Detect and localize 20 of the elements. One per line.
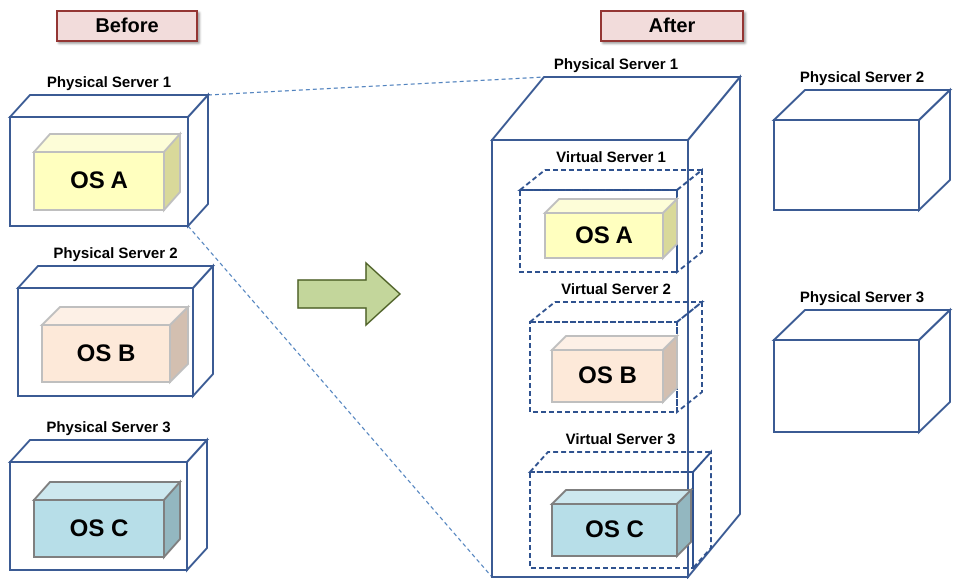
- server-label: Physical Server 1: [554, 56, 678, 74]
- os-label: OS B: [76, 340, 136, 368]
- heading-text: Before: [95, 14, 159, 38]
- server-label: Physical Server 3: [800, 289, 924, 307]
- server-label: Physical Server 2: [53, 245, 178, 263]
- virtual-server-label: Virtual Server 2: [561, 281, 671, 299]
- heading-box: [600, 10, 744, 42]
- virtual-server-label: Virtual Server 3: [566, 431, 676, 449]
- os-label: OS C: [70, 514, 128, 542]
- server-label: Physical Server 2: [800, 69, 924, 87]
- os-label: OS C: [585, 516, 644, 544]
- server-label: Physical Server 1: [46, 74, 172, 92]
- os-label: OS A: [575, 222, 633, 250]
- os-label: OS B: [578, 362, 637, 390]
- virtual-server-label: Virtual Server 1: [556, 149, 666, 167]
- heading-text: After: [648, 14, 696, 38]
- os-label: OS A: [70, 167, 128, 195]
- heading-box: [56, 10, 198, 42]
- dashed-guide-line: [188, 226, 492, 578]
- server-label: Physical Server 3: [46, 419, 171, 437]
